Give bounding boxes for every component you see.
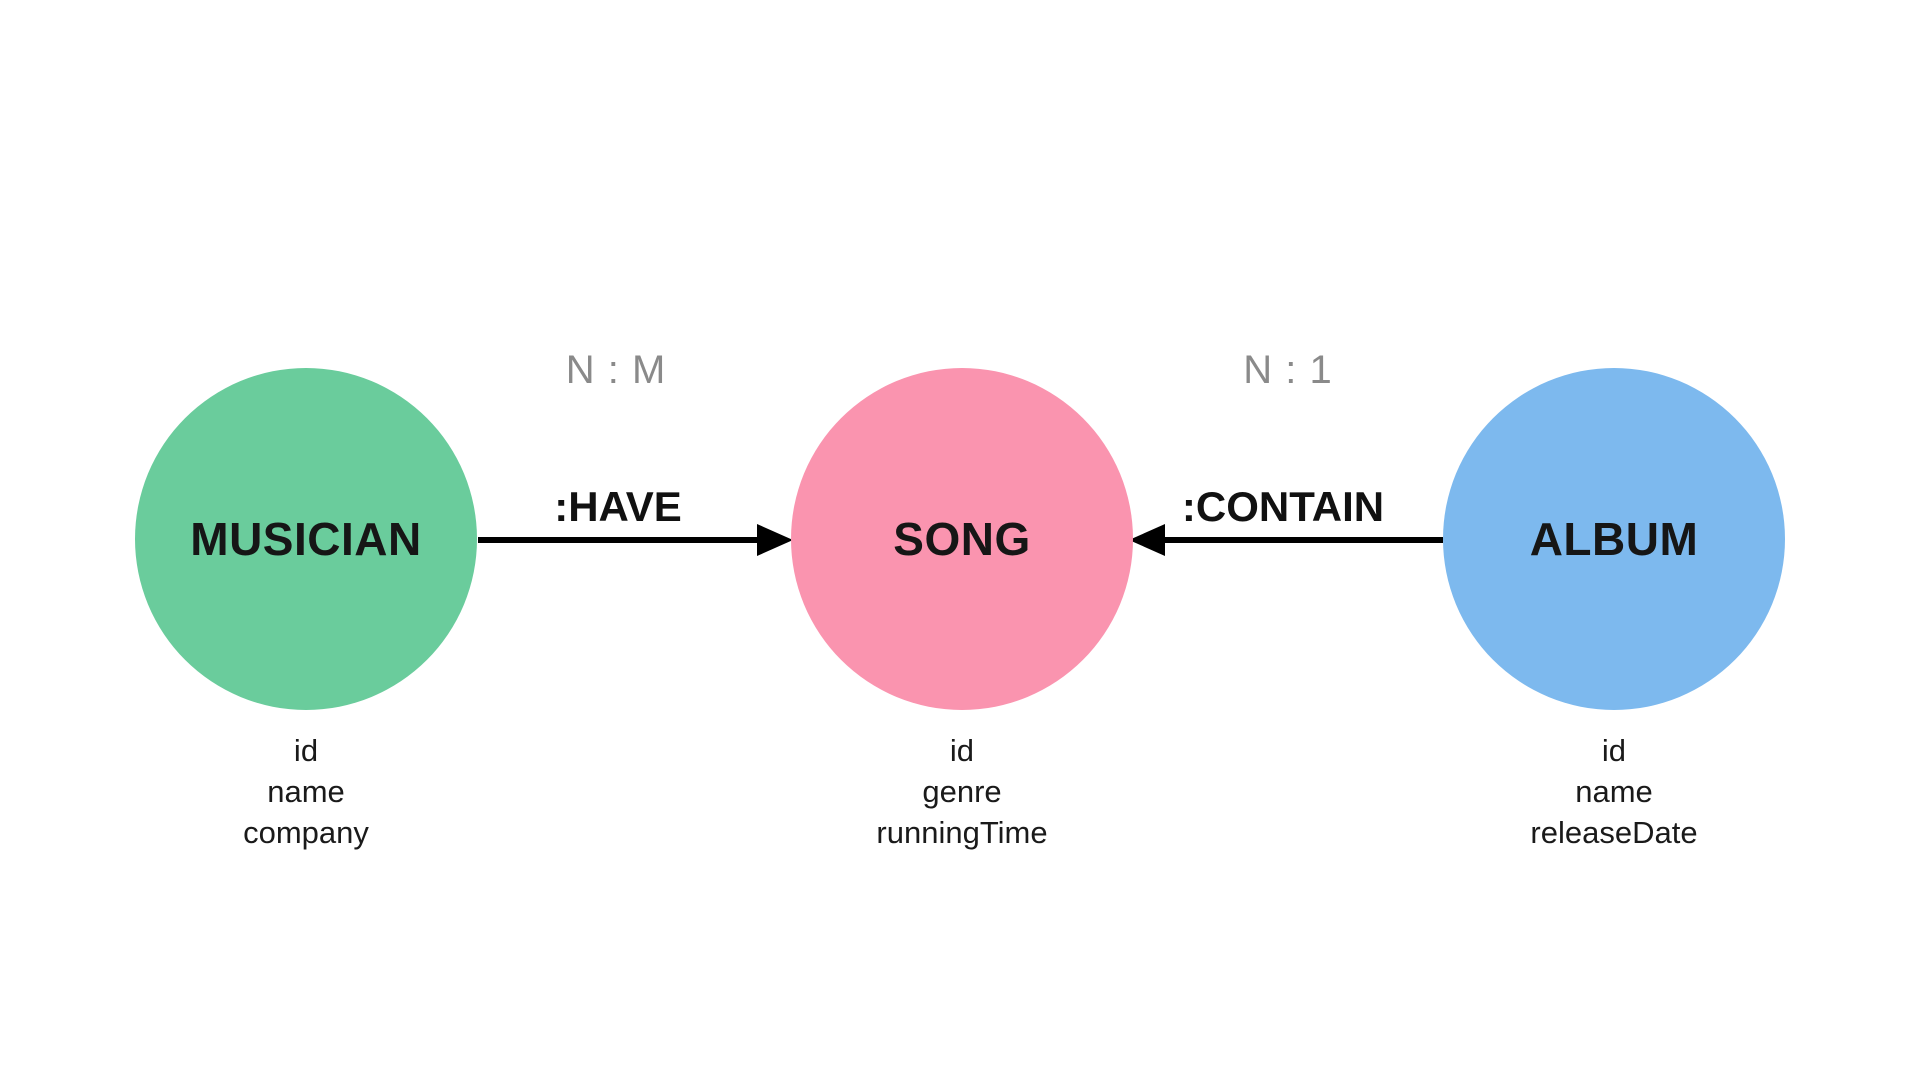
have-relationship-label: :HAVE <box>554 483 682 530</box>
contain-relationship-label: :CONTAIN <box>1181 483 1385 530</box>
attribute: id <box>949 733 975 768</box>
musician-attributes: id name company <box>243 730 369 853</box>
attribute: name <box>267 774 345 809</box>
attribute: id <box>293 733 319 768</box>
attribute: runningTime <box>876 815 1048 850</box>
have-arrow <box>478 524 793 556</box>
musician-node-label: MUSICIAN <box>190 513 422 565</box>
album-attributes: id name releaseDate <box>1530 730 1697 853</box>
attribute: company <box>243 815 369 850</box>
attribute: name <box>1575 774 1653 809</box>
have-cardinality-label: N : M <box>565 348 667 392</box>
song-node: SONG <box>791 368 1133 710</box>
contain-arrow <box>1129 524 1443 556</box>
contain-cardinality-label: N : 1 <box>1243 348 1333 392</box>
song-attributes: id genre runningTime <box>876 730 1047 853</box>
musician-node: MUSICIAN <box>135 368 477 710</box>
album-node-label: ALBUM <box>1529 513 1699 565</box>
attribute: genre <box>922 774 1002 809</box>
album-node: ALBUM <box>1443 368 1785 710</box>
attribute: releaseDate <box>1530 815 1698 850</box>
song-node-label: SONG <box>893 513 1031 565</box>
attribute: id <box>1601 733 1627 768</box>
